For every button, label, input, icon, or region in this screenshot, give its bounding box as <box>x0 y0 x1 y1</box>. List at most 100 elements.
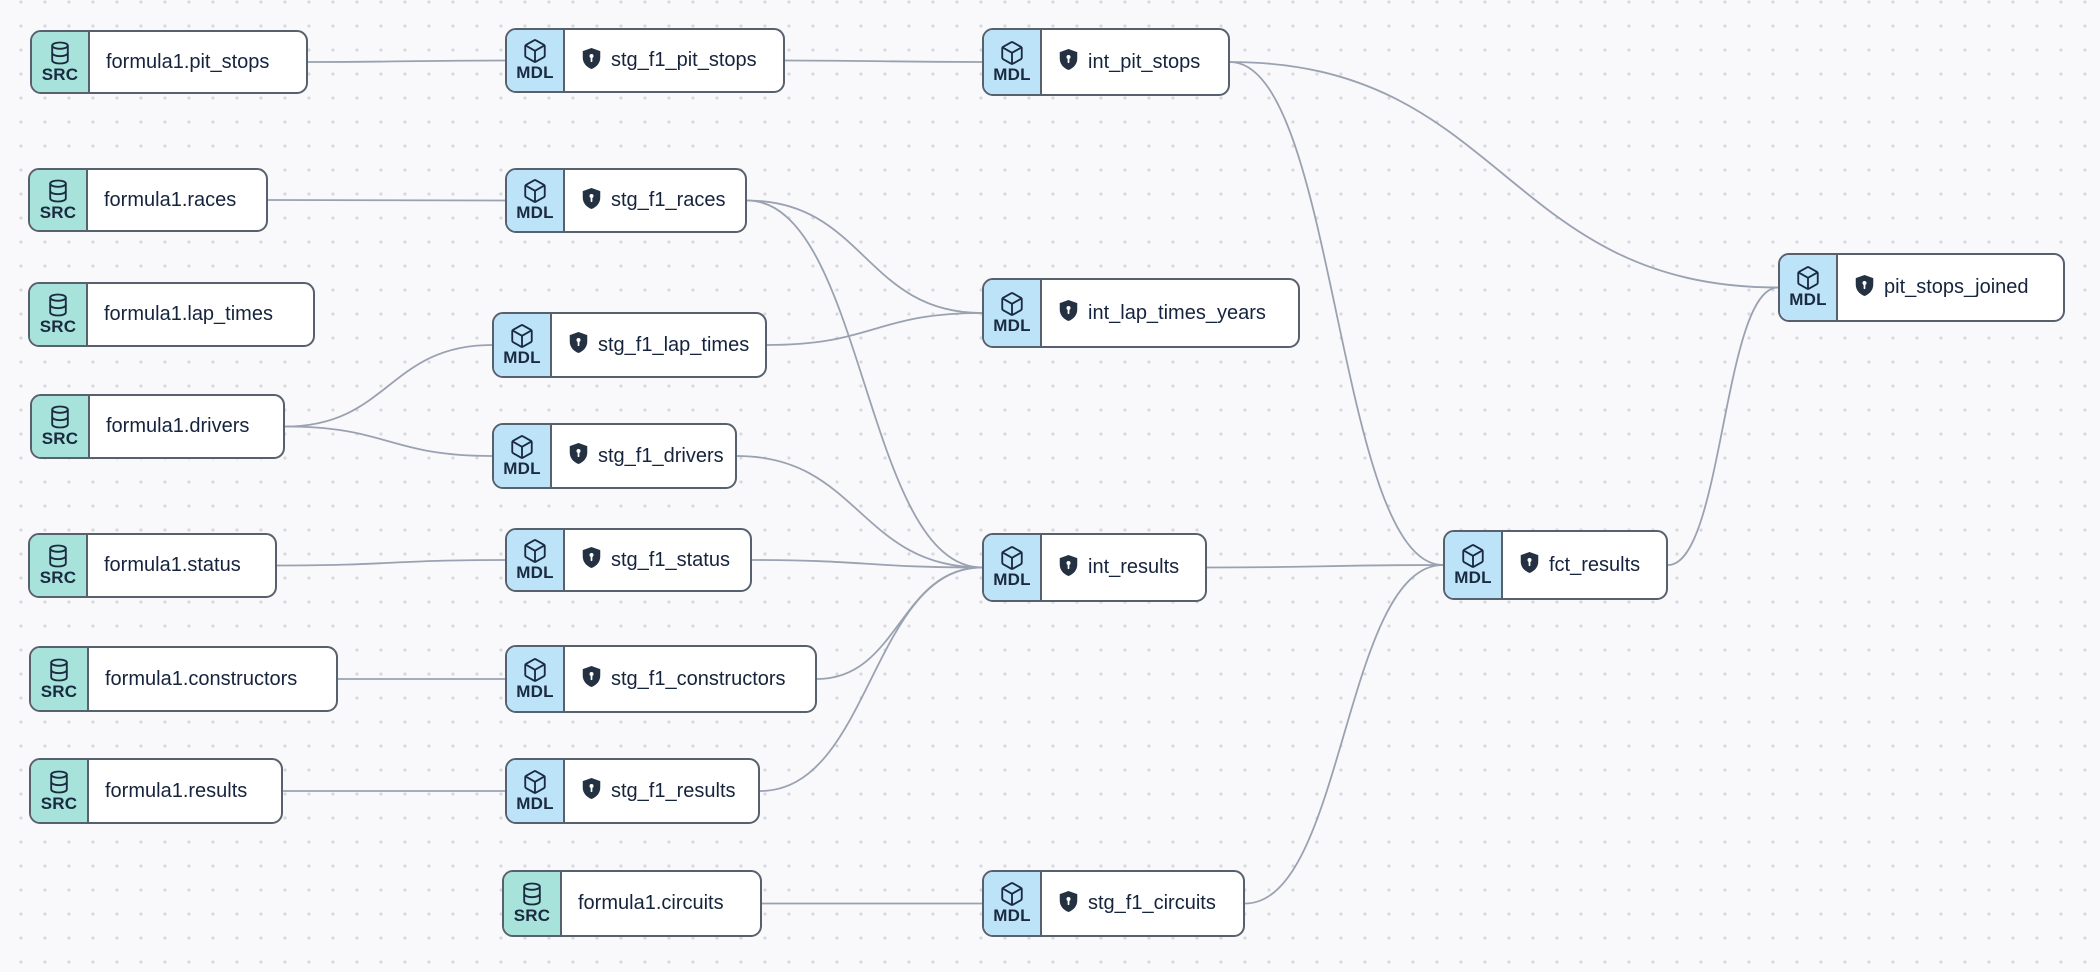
node-body: formula1.results <box>89 760 281 822</box>
node-label: stg_f1_drivers <box>598 444 724 467</box>
node-pit-stops-joined[interactable]: MDL pit_stops_joined <box>1778 253 2065 322</box>
node-badge: MDL <box>503 347 541 367</box>
node-badge: SRC <box>39 202 77 222</box>
node-type-cap: MDL <box>1780 255 1838 320</box>
node-stg-f1-status[interactable]: MDL stg_f1_status <box>505 528 752 592</box>
shield-icon <box>581 47 602 75</box>
node-int-lap-times-years[interactable]: MDL int_lap_times_years <box>982 278 1300 348</box>
node-label: formula1.lap_times <box>104 303 273 325</box>
cube-icon <box>522 538 548 564</box>
node-src-races[interactable]: SRC formula1.races <box>28 168 268 232</box>
node-stg-f1-constructors[interactable]: MDL stg_f1_constructors <box>505 645 817 713</box>
node-int-pit-stops[interactable]: MDL int_pit_stops <box>982 28 1230 96</box>
shield-icon <box>581 187 602 215</box>
node-src-lap-times[interactable]: SRC formula1.lap_times <box>28 282 315 347</box>
node-src-pit-stops[interactable]: SRC formula1.pit_stops <box>30 30 308 94</box>
node-label: stg_f1_lap_times <box>598 333 750 356</box>
node-label: int_results <box>1088 556 1180 578</box>
database-icon <box>47 40 73 66</box>
node-type-cap: SRC <box>32 396 90 457</box>
node-type-cap: MDL <box>494 425 552 487</box>
node-src-status[interactable]: SRC formula1.status <box>28 533 277 598</box>
node-badge: SRC <box>39 317 77 337</box>
node-label: stg_f1_races <box>611 189 726 211</box>
node-badge: MDL <box>503 458 541 478</box>
node-badge: SRC <box>513 906 551 926</box>
node-body: int_results <box>1042 535 1205 600</box>
node-label: stg_f1_status <box>611 548 730 571</box>
node-type-cap: SRC <box>30 284 88 345</box>
shield-icon <box>568 442 589 470</box>
node-badge: MDL <box>516 203 554 223</box>
node-type-cap: MDL <box>507 530 565 590</box>
node-badge: MDL <box>1789 290 1827 310</box>
node-type-cap: SRC <box>30 170 88 230</box>
node-badge: SRC <box>40 793 78 813</box>
node-int-results[interactable]: MDL int_results <box>982 533 1207 602</box>
node-body: stg_f1_drivers <box>552 425 735 487</box>
node-type-cap: MDL <box>984 280 1042 346</box>
edge-src_races-to-stg_f1_races <box>267 199 506 202</box>
database-icon <box>46 769 72 795</box>
node-stg-f1-pit-stops[interactable]: MDL stg_f1_pit_stops <box>505 28 785 93</box>
node-label: pit_stops_joined <box>1884 276 2029 298</box>
node-type-cap: MDL <box>984 535 1042 600</box>
node-type-cap: MDL <box>507 30 565 91</box>
node-label: stg_f1_constructors <box>611 667 786 690</box>
node-src-circuits[interactable]: SRC formula1.circuits <box>502 870 762 937</box>
shield-icon <box>1854 274 1875 302</box>
node-stg-f1-lap-times[interactable]: MDL stg_f1_lap_times <box>492 312 767 378</box>
node-badge: MDL <box>516 562 554 582</box>
cube-icon <box>522 38 548 64</box>
node-label: formula1.drivers <box>106 415 250 437</box>
node-stg-f1-drivers[interactable]: MDL stg_f1_drivers <box>492 423 737 489</box>
node-src-constructors[interactable]: SRC formula1.constructors <box>29 646 338 712</box>
edge-src_drivers-to-stg_f1_drivers <box>284 425 493 457</box>
edge-fct_results-to-pit_stops_joined <box>1667 286 1779 566</box>
node-type-cap: SRC <box>31 760 89 822</box>
node-label: stg_f1_results <box>611 779 736 802</box>
cube-icon <box>999 291 1025 317</box>
edge-stg_f1_races-to-int_lap_times_years <box>746 199 983 314</box>
node-label: formula1.results <box>105 779 248 802</box>
edge-src_drivers-to-stg_f1_lap_times <box>284 344 493 428</box>
node-body: formula1.status <box>88 535 275 596</box>
node-type-cap: MDL <box>984 872 1042 935</box>
edge-stg_f1_races-to-int_results <box>746 199 983 569</box>
node-label: formula1.constructors <box>105 667 298 690</box>
cube-icon <box>509 434 535 460</box>
shield-icon <box>1058 890 1079 918</box>
node-src-results[interactable]: SRC formula1.results <box>29 758 283 824</box>
node-badge: SRC <box>39 568 77 588</box>
cube-icon <box>999 545 1025 571</box>
node-stg-f1-races[interactable]: MDL stg_f1_races <box>505 168 747 233</box>
node-body: pit_stops_joined <box>1838 255 2063 320</box>
node-stg-f1-circuits[interactable]: MDL stg_f1_circuits <box>982 870 1245 937</box>
node-type-cap: MDL <box>1445 532 1503 598</box>
edge-int_pit_stops-to-pit_stops_joined <box>1229 61 1779 289</box>
node-body: formula1.circuits <box>562 872 760 935</box>
node-type-cap: SRC <box>504 872 562 935</box>
node-badge: MDL <box>993 64 1031 84</box>
database-icon <box>45 178 71 204</box>
node-body: int_lap_times_years <box>1042 280 1298 346</box>
cube-icon <box>522 769 548 795</box>
node-src-drivers[interactable]: SRC formula1.drivers <box>30 394 285 459</box>
node-body: stg_f1_races <box>565 170 745 231</box>
node-type-cap: SRC <box>32 32 90 92</box>
edge-stg_f1_drivers-to-int_results <box>736 455 983 569</box>
node-label: formula1.pit_stops <box>106 50 270 73</box>
shield-icon <box>581 546 602 574</box>
node-body: formula1.drivers <box>90 396 283 457</box>
node-fct-results[interactable]: MDL fct_results <box>1443 530 1668 600</box>
cube-icon <box>999 40 1025 66</box>
node-body: formula1.races <box>88 170 266 230</box>
node-stg-f1-results[interactable]: MDL stg_f1_results <box>505 758 760 824</box>
node-body: formula1.constructors <box>89 648 336 710</box>
shield-icon <box>1058 48 1079 76</box>
cube-icon <box>1460 543 1486 569</box>
node-label: fct_results <box>1549 553 1641 576</box>
edge-src_pit_stops-to-stg_f1_pit_stops <box>307 59 506 63</box>
